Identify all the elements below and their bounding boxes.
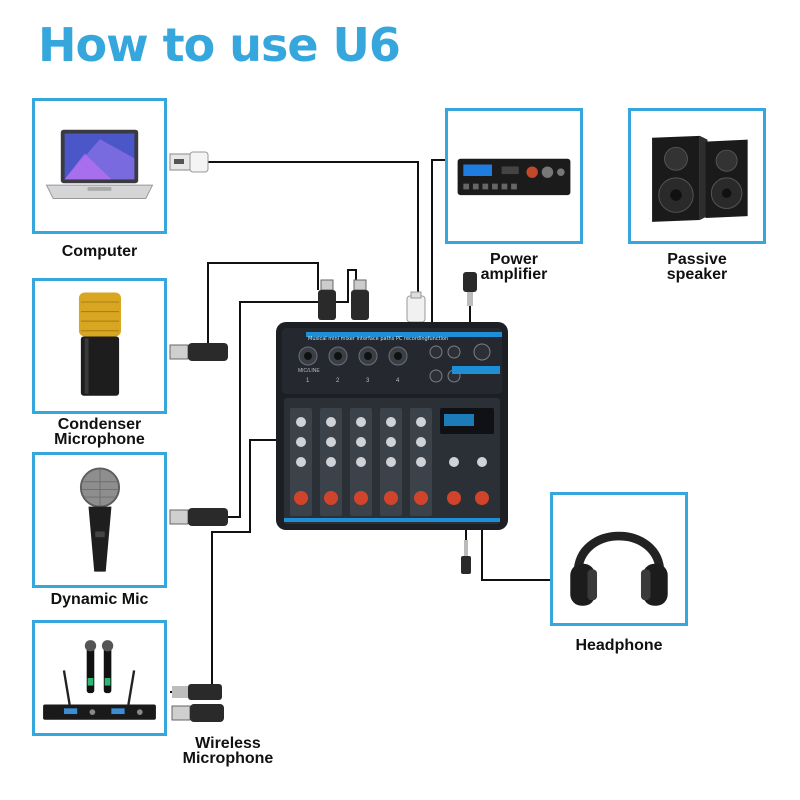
mixer-channel-label: 4 [396,378,400,384]
wireless-microphone-receiver-icon [43,640,156,720]
mixer-channel-label: 2 [336,378,340,384]
wireless-mic-label-line1: Wireless [195,735,261,752]
mixer-header-text: Musical mini mixer interface paths PC re… [308,336,449,342]
speaker-pair-icon [652,135,748,222]
xlr-plug-icon [169,508,228,526]
headphone-wire [481,522,552,581]
passive-speaker-box [628,108,766,244]
xlr-plug-icon [169,343,228,361]
power-amp-label-line1: Power [489,251,538,268]
page-title: How to use U6 [38,18,401,72]
audio-mixer: Musical mini mixer interface paths PC re… [276,322,508,530]
condenser-microphone-icon [78,292,121,396]
headphone-label: Headphone [575,637,663,654]
usb-plug-icon [406,291,426,323]
xlr-plug-icon [318,279,336,320]
headphone-box [550,492,688,626]
mixer-channel-label: 1 [306,378,310,384]
usb-wire [208,161,419,310]
quarter-inch-plug-icon [463,272,477,306]
quarter-inch-plug-icon [172,684,222,700]
power-amp-label-line2: amplifier [480,266,548,283]
xlr-plug-icon [171,704,224,722]
passive-speaker-label-line2: speaker [666,266,728,283]
condenser-mic-box [32,278,167,414]
mixer-channel-label: 3 [366,378,370,384]
wireless-mic-label-line2: Microphone [182,750,274,767]
condenser-mic-label-line2: Microphone [54,431,145,448]
mini-jack-plug-icon [461,540,471,574]
power-amplifier-icon [457,158,571,196]
wireless-mic-box [32,620,167,736]
computer-box [32,98,167,234]
power-amp-box [445,108,583,244]
usb-plug-icon [169,151,209,173]
condenser-mic-label-line1: Condenser [57,416,142,433]
dynamic-mic-box [32,452,167,588]
dynamic-mic-label: Dynamic Mic [50,591,149,608]
mixer-jack-label: MIC/LINE [298,368,320,374]
wireless-mic-wire [170,439,278,693]
dynamic-mic-wire [228,269,357,518]
dynamic-microphone-icon [79,467,121,572]
xlr-plug-icon [351,279,369,320]
headphone-icon [570,531,668,606]
passive-speaker-label-line1: Passive [667,251,727,268]
audio-mixer-icon [276,322,508,530]
power-amp-wire [431,159,445,322]
computer-label: Computer [61,243,138,260]
laptop-icon [45,129,154,199]
